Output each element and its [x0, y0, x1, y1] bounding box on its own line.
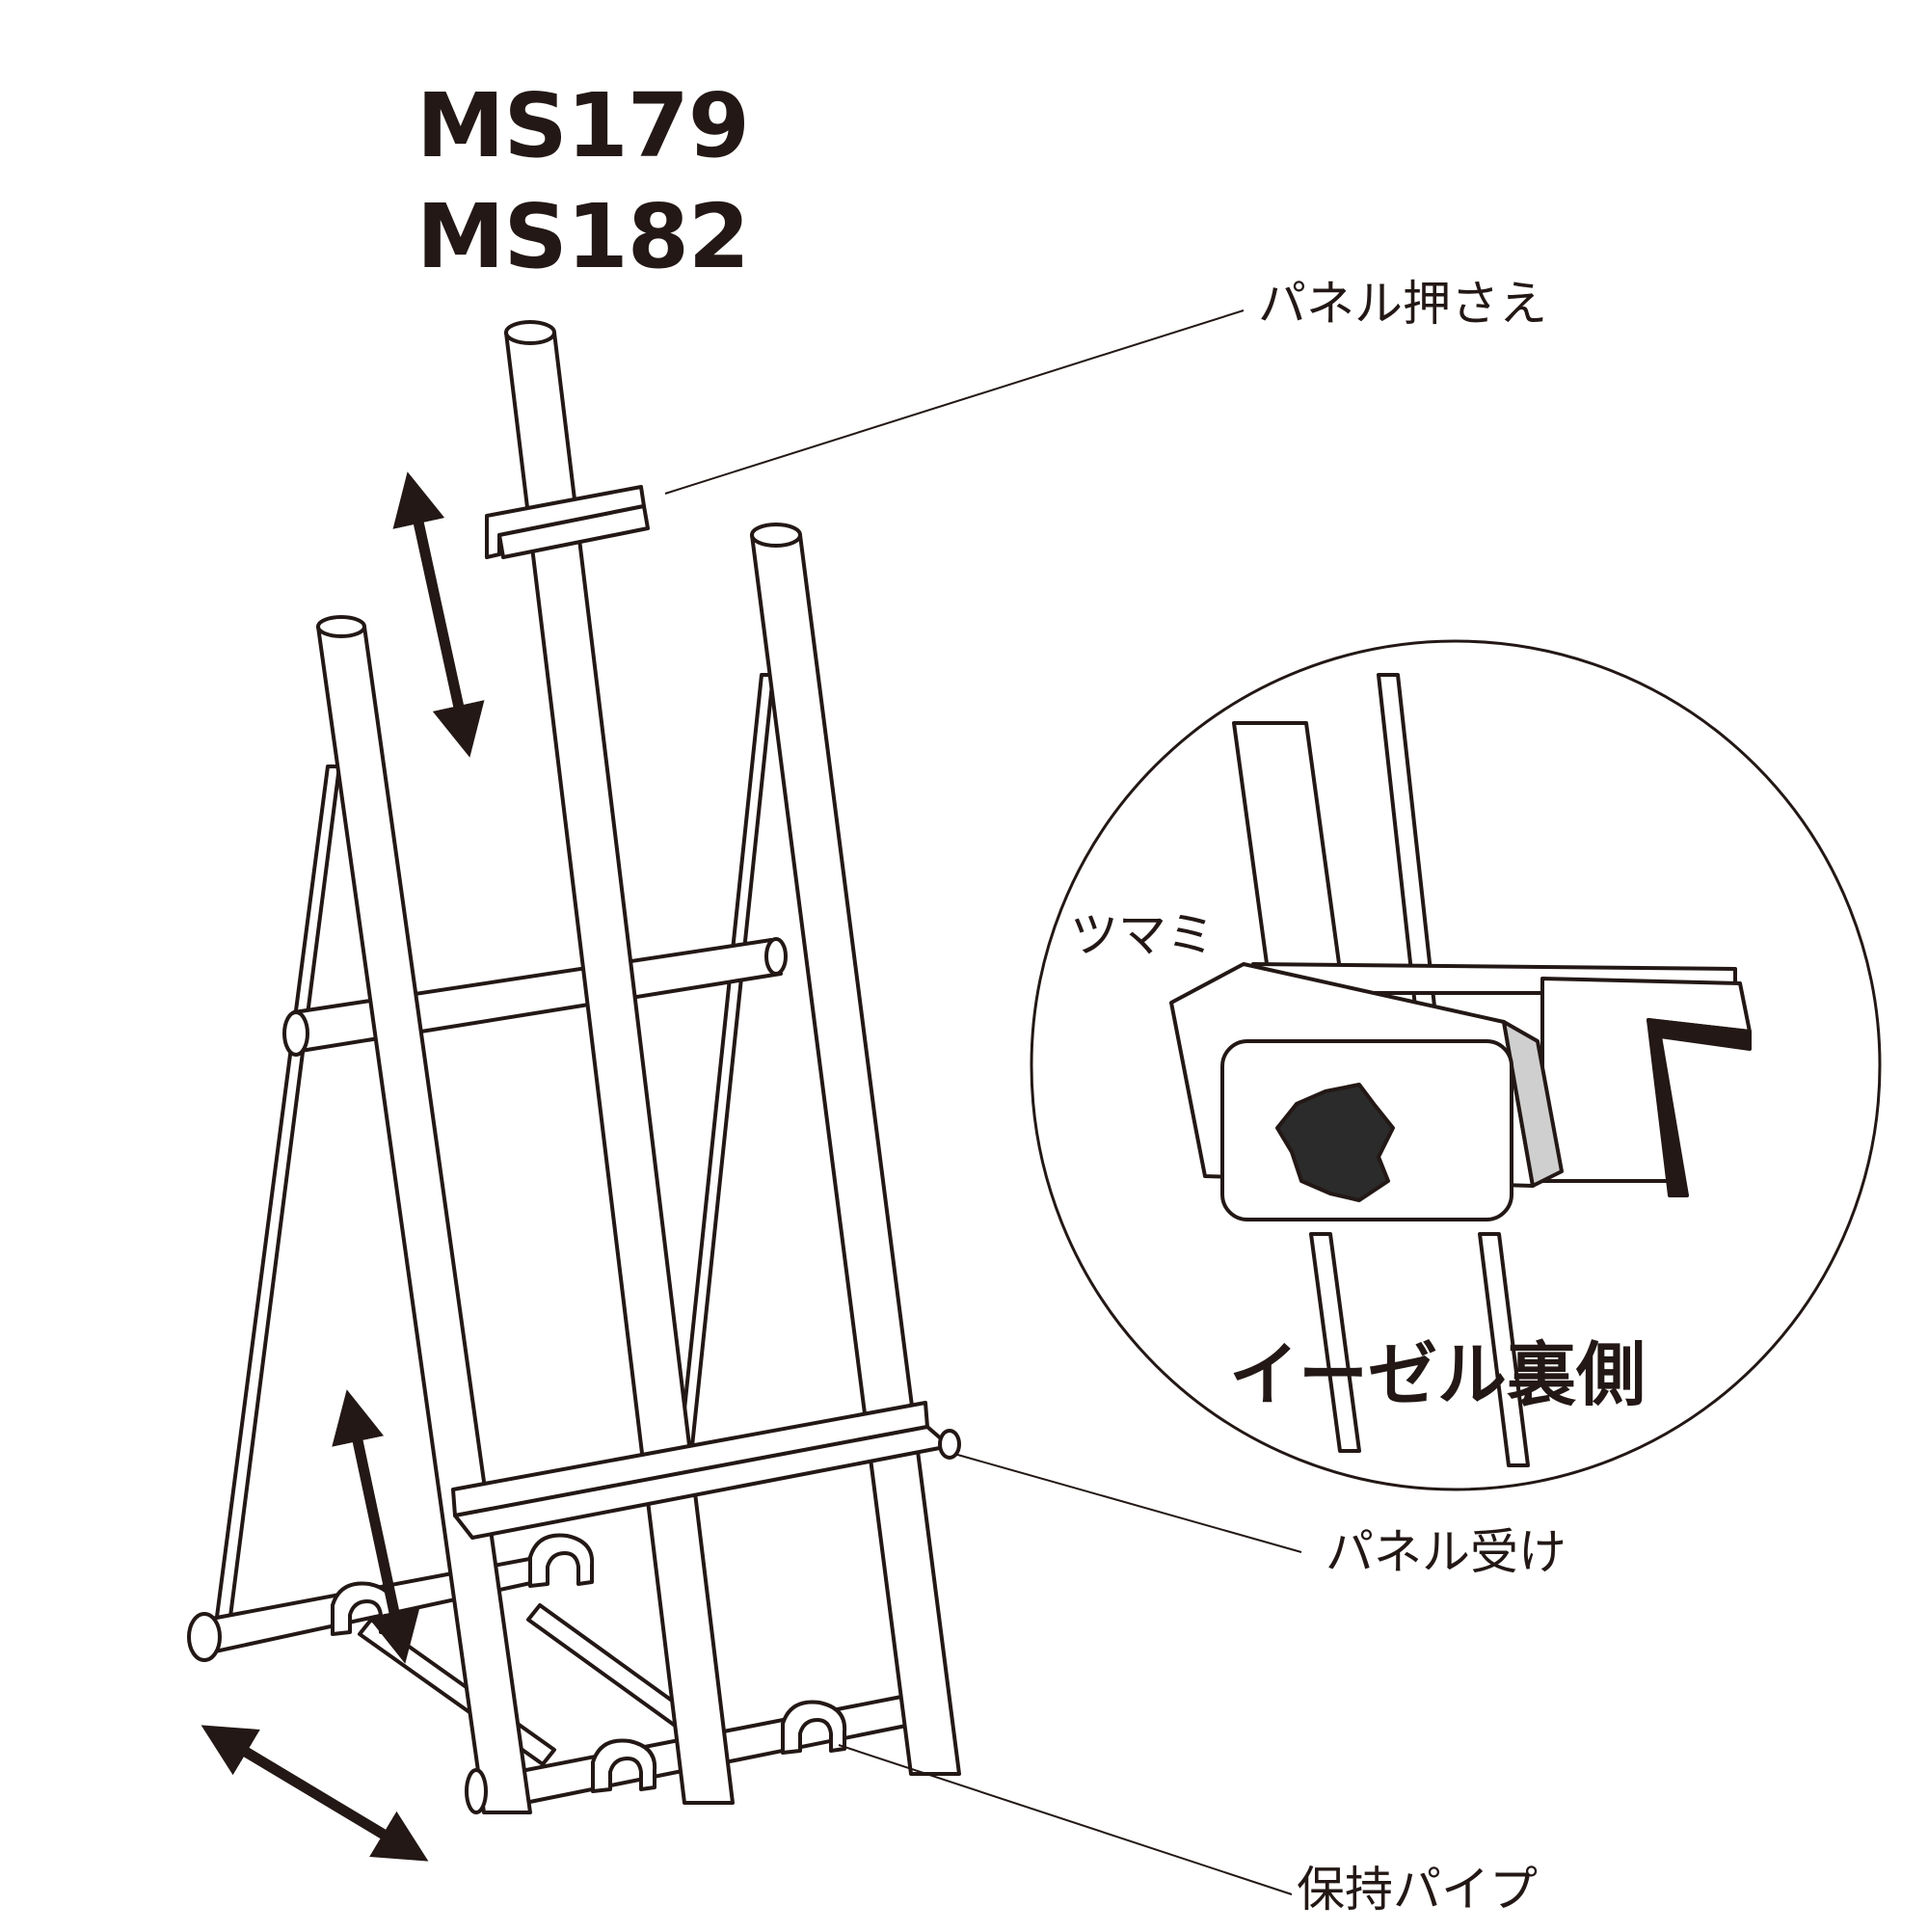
- knob: [1275, 1083, 1395, 1202]
- upper-crossbar-end-right: [764, 937, 788, 976]
- model-number-1: MS179: [416, 74, 750, 177]
- depth-adjust-arrow: [201, 1725, 429, 1862]
- rear-leg-left: [212, 765, 341, 1641]
- front-leg-right-top: [750, 523, 802, 548]
- lower-crossbar-end: [187, 1612, 222, 1662]
- rear-leg-right: [679, 673, 775, 1448]
- panel-receiver-adjust-arrow: [332, 1389, 420, 1664]
- upper-crossbar-end: [282, 1010, 309, 1057]
- front-leg-left-top: [316, 615, 366, 638]
- shelf-lip: [1647, 1018, 1752, 1197]
- panel-holder-adjust-arrow: [392, 471, 485, 758]
- pipe-clip-2: [528, 1533, 595, 1588]
- label-holding-pipe: 保持パイプ: [1297, 1862, 1538, 1918]
- center-mast-top: [504, 320, 556, 345]
- holding-pipe-diagonal-left: [358, 1618, 556, 1766]
- front-leg-right: [750, 533, 961, 1776]
- detail-content: [1169, 673, 1752, 1467]
- label-panel-receiver: パネル受け: [1326, 1524, 1566, 1580]
- front-leg-left: [316, 625, 532, 1814]
- front-leg-left-foot: [465, 1768, 488, 1814]
- pipe-clip-3: [591, 1738, 657, 1793]
- pipe-clip-4: [781, 1700, 847, 1755]
- label-panel-holder: パネル押さえ: [1258, 276, 1547, 332]
- label-knob: ツマミ: [1070, 907, 1215, 963]
- label-easel-back: イーゼル裏側: [1229, 1334, 1647, 1415]
- model-number-2: MS182: [416, 185, 750, 288]
